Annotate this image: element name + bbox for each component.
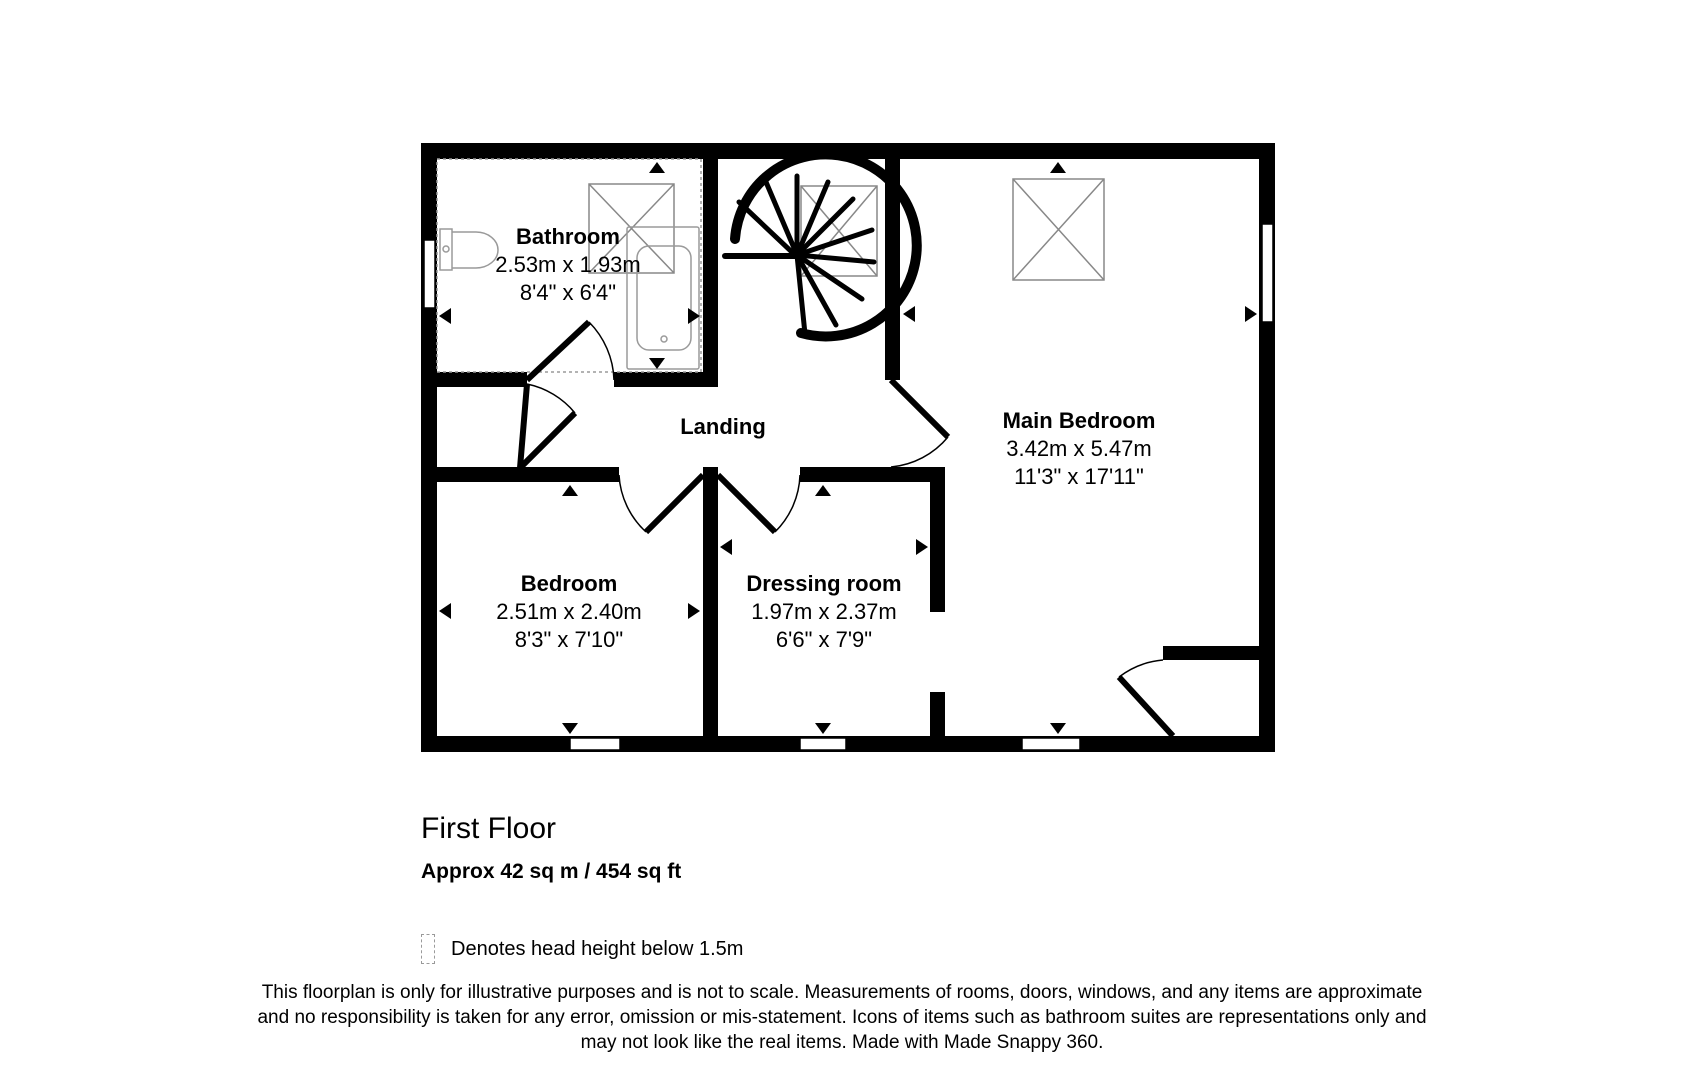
dressing-room-imperial: 6'6" x 7'9" (776, 627, 872, 652)
door-main-bedroom (888, 377, 951, 468)
door-dressing (715, 472, 801, 535)
bedroom-name: Bedroom (521, 571, 618, 596)
doors (517, 319, 1176, 739)
window-bedroom-south (569, 737, 621, 751)
arrow-up-icon (815, 485, 831, 496)
skylights (588, 178, 1105, 281)
arrow-down-icon (1050, 723, 1066, 734)
disclaimer-line-3: may not look like the real items. Made w… (580, 1032, 1104, 1053)
legend: Denotes head height below 1.5m (421, 932, 743, 966)
arrow-up-icon (1050, 162, 1066, 173)
arrow-left-icon (720, 539, 732, 555)
arrow-left-icon (903, 306, 915, 322)
door-store (517, 383, 578, 471)
dressing-room-metric: 1.97m x 2.37m (751, 599, 897, 624)
arrow-up-icon (649, 162, 665, 173)
room-labels: Bathroom 2.53m x 1.93m 8'4" x 6'4" Landi… (495, 224, 1155, 652)
landing-name: Landing (680, 414, 766, 439)
arrow-right-icon (916, 539, 928, 555)
low-height-zone (436, 158, 702, 373)
window-dressing-south (799, 737, 847, 751)
bathroom-name: Bathroom (516, 224, 620, 249)
head-height-swatch-icon (421, 934, 435, 964)
toilet-icon (439, 228, 499, 271)
windows (423, 223, 1274, 751)
window-main-bedroom-south (1021, 737, 1081, 751)
bedroom-metric: 2.51m x 2.40m (496, 599, 642, 624)
arrow-down-icon (815, 723, 831, 734)
disclaimer-line-2: and no responsibility is taken for any e… (257, 1007, 1427, 1028)
door-bedroom (618, 472, 706, 535)
arrow-right-icon (688, 603, 700, 619)
disclaimer-line-1: This floorplan is only for illustrative … (261, 982, 1423, 1003)
bathtub-icon (626, 226, 700, 370)
dressing-room-name: Dressing room (746, 571, 901, 596)
bathroom-fixtures (436, 158, 702, 373)
floor-title: First Floor (421, 812, 556, 845)
bathroom-metric: 2.53m x 1.93m (495, 252, 641, 277)
arrow-left-icon (439, 603, 451, 619)
bathroom-imperial: 8'4" x 6'4" (520, 280, 616, 305)
floor-area: Approx 42 sq m / 454 sq ft (421, 860, 682, 883)
main-bedroom-name: Main Bedroom (1003, 408, 1156, 433)
arrow-right-icon (688, 308, 700, 324)
door-bathroom (524, 319, 615, 383)
main-bedroom-imperial: 11'3" x 17'11" (1014, 464, 1144, 489)
dimension-markers (439, 162, 1257, 734)
spiral-staircase (722, 149, 922, 342)
skylight-bathroom (588, 183, 675, 274)
arrow-down-icon (649, 358, 665, 369)
window-bathroom-west (423, 239, 436, 309)
door-cupboard (1116, 659, 1176, 739)
arrow-down-icon (562, 723, 578, 734)
skylight-main-bedroom (1012, 178, 1105, 281)
main-bedroom-metric: 3.42m x 5.47m (1006, 436, 1152, 461)
arrow-left-icon (439, 308, 451, 324)
bedroom-imperial: 8'3" x 7'10" (515, 627, 623, 652)
arrow-up-icon (562, 485, 578, 496)
window-main-bedroom-east (1261, 223, 1274, 323)
arrow-right-icon (1245, 306, 1257, 322)
legend-text: Denotes head height below 1.5m (451, 937, 744, 960)
